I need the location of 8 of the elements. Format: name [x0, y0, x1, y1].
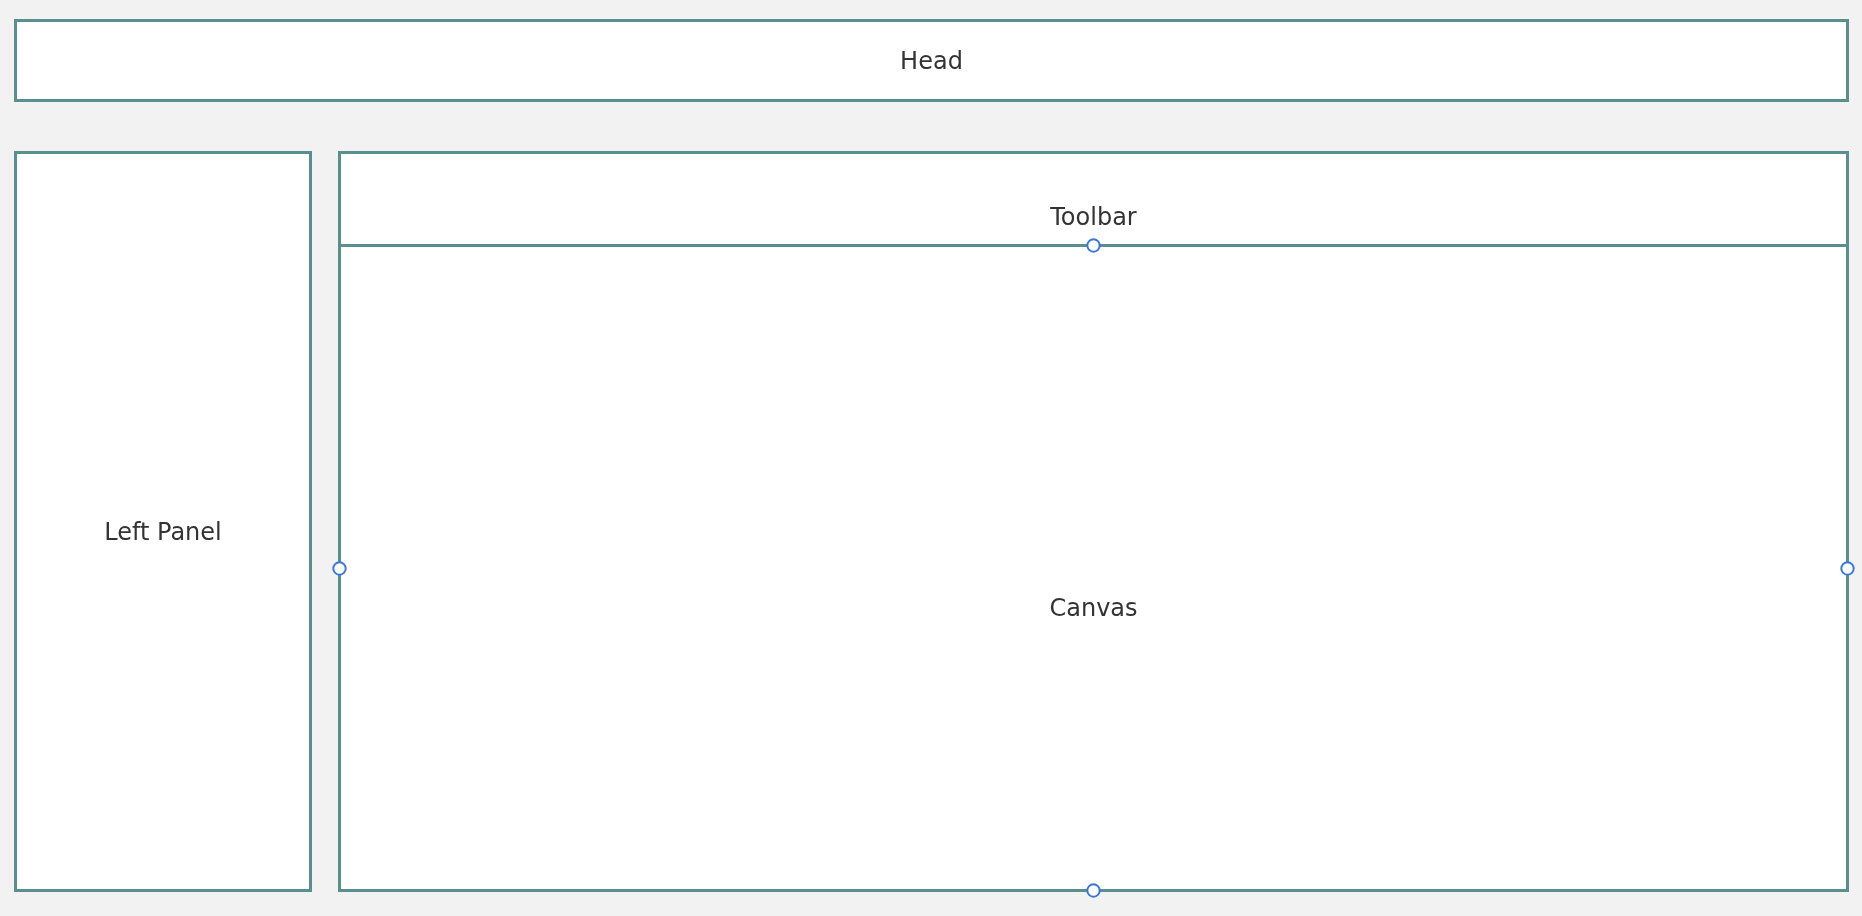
layout-region	[338, 151, 1849, 247]
region-label: Head	[900, 46, 963, 75]
region-label: Left Panel	[104, 517, 222, 546]
layout-region	[338, 244, 1849, 892]
layout-region	[14, 151, 312, 892]
layout-region	[14, 19, 1849, 102]
region-label: Toolbar	[1050, 203, 1137, 231]
region-label: Canvas	[1049, 594, 1138, 622]
